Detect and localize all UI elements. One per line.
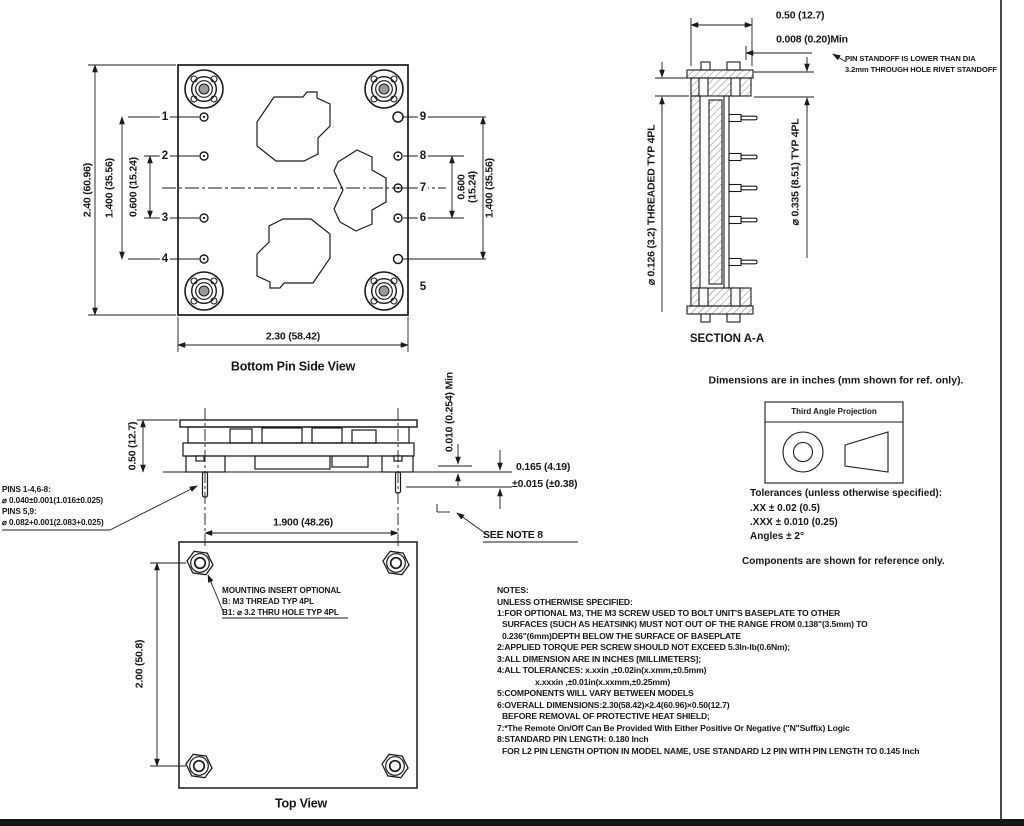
projection-title: Third Angle Projection bbox=[791, 406, 877, 416]
dim-overall-width: 2.30 (58.42) bbox=[265, 330, 321, 343]
top-view-title: Top View bbox=[274, 796, 328, 811]
section-a-a-view bbox=[655, 18, 847, 323]
side-view bbox=[2, 408, 578, 546]
dim-baseplate-gap: 0.010 (0.254) Min bbox=[443, 371, 456, 453]
pin-diameter-note-line3: PINS 5,9: bbox=[2, 507, 37, 516]
section-pins bbox=[728, 113, 758, 267]
third-angle-projection-box bbox=[764, 401, 904, 484]
see-note-8-callout: SEE NOTE 8 bbox=[483, 529, 543, 541]
note-4a: 4:ALL TOLERANCES: x.xxin ,±0.02in(x.xmm,… bbox=[497, 665, 707, 675]
dim-section-depth: 0.50 (12.7) bbox=[775, 9, 825, 22]
dim-threaded-insert: ⌀ 0.126 (3.2) THREADED TYP 4PL bbox=[645, 124, 658, 286]
dim-overall-height: 2.40 (60.96) bbox=[81, 162, 94, 218]
note-6a: 6:OVERALL DIMENSIONS:2.30(58.42)×2.4(60.… bbox=[497, 700, 730, 710]
page-bottom-edge bbox=[0, 819, 1024, 826]
note-8a: 8:STANDARD PIN LENGTH: 0.180 Inch bbox=[497, 734, 649, 744]
note-4b: x.xxxin ,±0.01in(x.xxmm,±0.25mm) bbox=[535, 677, 671, 687]
notes-line-unless: UNLESS OTHERWISE SPECIFIED: bbox=[497, 597, 633, 607]
pin-label-6: 6 bbox=[417, 211, 429, 225]
pin-label-4: 4 bbox=[159, 252, 171, 266]
pin-diameter-note-line4: ⌀ 0.082+0.001(2.083+0.025) bbox=[2, 518, 104, 527]
pin-diameter-note-line1: PINS 1-4,6-8: bbox=[2, 485, 51, 494]
notes-heading: NOTES: bbox=[497, 585, 529, 595]
mounting-insert-note-line2: B: M3 THREAD TYP 4PL bbox=[222, 597, 315, 606]
dim-pin-inner-left: 0.600 (15.24) bbox=[127, 157, 140, 217]
note-2: 2:APPLIED TORQUE PER SCREW SHOULD NOT EX… bbox=[497, 642, 790, 652]
reference-note: Components are shown for reference only. bbox=[742, 556, 945, 567]
dim-rivet-standoff: ⌀ 0.335 (8.51) TYP 4PL bbox=[789, 118, 802, 226]
note-7: 7:*The Remote On/Off Can Be Provided Wit… bbox=[497, 723, 850, 733]
pin-label-3: 3 bbox=[159, 211, 171, 225]
pin-diameter-note-line2: ⌀ 0.040±0.001(1.016±0.025) bbox=[2, 496, 103, 505]
top-view bbox=[150, 541, 418, 789]
note-5: 5:COMPONENTS WILL VARY BETWEEN MODELS bbox=[497, 688, 694, 698]
dim-pin-inner-right-line2: (15.24) bbox=[466, 171, 479, 203]
note-1a: 1:FOR OPTIONAL M3, THE M3 SCREW USED TO … bbox=[497, 608, 841, 618]
pin-label-1: 1 bbox=[159, 110, 171, 124]
tolerance-angles: Angles ± 2° bbox=[750, 531, 804, 542]
mounting-insert-note-line1: MOUNTING INSERT OPTIONAL bbox=[222, 586, 342, 595]
dim-pin-standoff: 0.008 (0.20)Min bbox=[776, 33, 848, 46]
tolerance-xx: .XX ± 0.02 (0.5) bbox=[750, 503, 820, 514]
dim-side-height: 0.50 (12.7) bbox=[126, 421, 139, 471]
units-note: Dimensions are in inches (mm shown for r… bbox=[708, 374, 964, 387]
tolerance-xxx: .XXX ± 0.010 (0.25) bbox=[750, 517, 838, 528]
standoff-callout-line1: PIN STANDOFF IS LOWER THAN DIA bbox=[845, 54, 976, 63]
dim-pin-length: 0.165 (4.19) bbox=[516, 461, 571, 473]
pin-label-8: 8 bbox=[417, 149, 429, 163]
note-6b: BEFORE REMOVAL OF PROTECTIVE HEAT SHIELD… bbox=[502, 711, 710, 721]
note-1c: 0.236"(6mm)DEPTH BELOW THE SURFACE OF BA… bbox=[502, 631, 741, 641]
bottom-pin-view-title: Bottom Pin Side View bbox=[230, 359, 356, 374]
pin-label-7: 7 bbox=[417, 181, 429, 195]
page-right-border bbox=[1000, 0, 1002, 819]
bottom-pin-side-view bbox=[88, 64, 486, 352]
mounting-insert-note-line3: B1: ⌀ 3.2 THRU HOLE TYP 4PL bbox=[222, 608, 339, 617]
pin-label-2: 2 bbox=[159, 149, 171, 163]
pin-label-5: 5 bbox=[417, 280, 429, 294]
dim-pin-pitch: 1.900 (48.26) bbox=[273, 516, 333, 529]
note-1b: SURFACES (SUCH AS HEATSINK) MUST NOT OUT… bbox=[502, 619, 868, 629]
tolerance-title: Tolerances (unless otherwise specified): bbox=[750, 488, 943, 499]
dim-pin-span-right: 1.400 (35.56) bbox=[483, 158, 496, 218]
dim-pin-span-left: 1.400 (35.56) bbox=[103, 158, 116, 218]
dim-mount-hole-span: 2.00 (50.8) bbox=[133, 639, 146, 689]
standoff-callout-line2: 3.2mm THROUGH HOLE RIVET STANDOFF bbox=[845, 65, 997, 74]
note-3: 3:ALL DIMENSION ARE IN INCHES [MILLIMETE… bbox=[497, 654, 701, 664]
note-8b: FOR L2 PIN LENGTH OPTION IN MODEL NAME, … bbox=[502, 746, 920, 756]
section-aa-title: SECTION A-A bbox=[689, 332, 765, 345]
pin-label-9: 9 bbox=[417, 110, 429, 124]
dim-pin-length-tolerance: ±0.015 (±0.38) bbox=[512, 478, 578, 490]
